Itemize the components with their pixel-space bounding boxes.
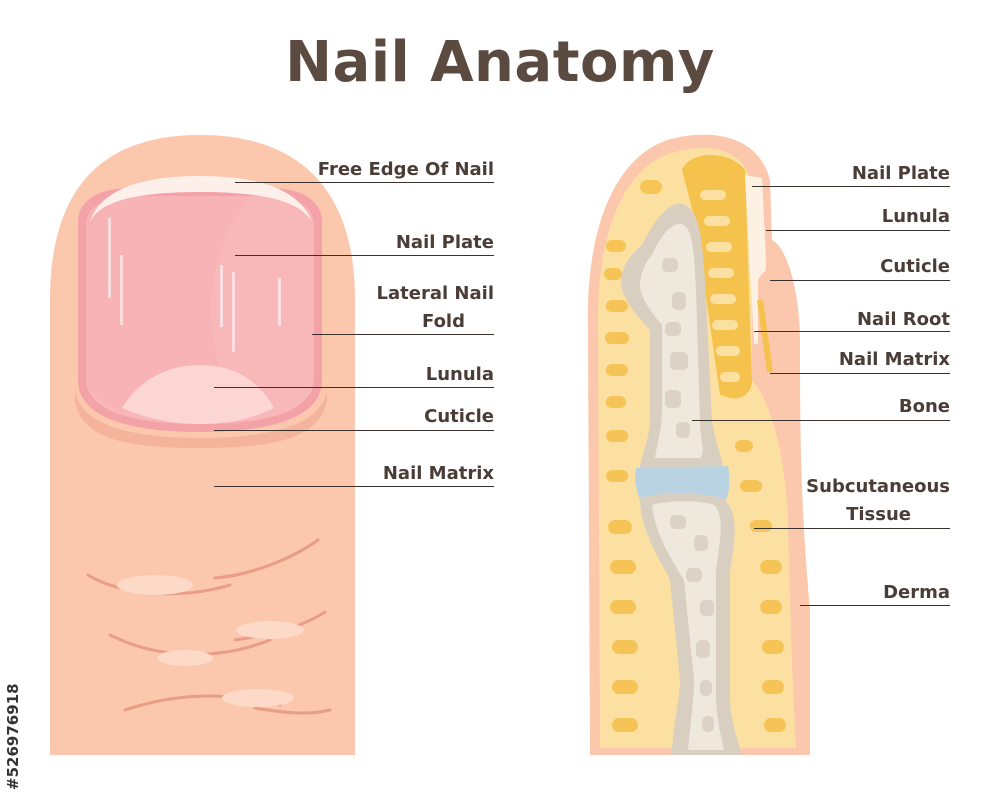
leader-lunula-right [766,230,950,231]
fingertip-top-view [50,135,355,755]
label-subcutaneous-line2: Tissue [846,504,911,525]
label-lunula-left: Lunula [425,364,494,385]
leader-nail-matrix-right [770,373,950,374]
label-nail-matrix-left: Nail Matrix [382,463,494,484]
label-cuticle-right: Cuticle [880,256,950,277]
leader-free-edge [235,182,494,183]
label-bone: Bone [898,396,950,417]
label-cuticle-left: Cuticle [424,406,494,427]
label-nail-plate-right: Nail Plate [851,163,950,184]
label-nail-root: Nail Root [856,309,950,330]
label-subcutaneous-line1: Subcutaneous [806,476,950,497]
joint-space [635,466,730,500]
leader-nail-matrix-left [214,486,494,487]
label-lateral-fold-line1: Lateral Nail [376,283,494,304]
free-edge-shape [90,176,312,222]
leader-lunula-left [214,387,494,388]
leader-lateral-fold [312,334,494,335]
leader-nail-plate-left [235,255,494,256]
label-derma: Derma [883,582,950,603]
page-title: Nail Anatomy [285,30,715,95]
leader-derma [800,605,950,606]
leader-cuticle-left [214,430,494,431]
label-nail-plate-left: Nail Plate [395,232,494,253]
stock-image-id: #526976918 [4,683,22,790]
leader-nail-root [754,331,950,332]
label-nail-matrix-right: Nail Matrix [838,349,950,370]
finger-cross-section [587,134,810,755]
label-lunula-right: Lunula [881,206,950,227]
leader-cuticle-right [770,280,950,281]
label-lateral-fold-line2: Fold [422,311,465,332]
lunula-shape [122,365,274,424]
leader-bone [692,420,950,421]
label-free-edge: Free Edge Of Nail [317,159,494,180]
leader-nail-plate-right [752,186,950,187]
leader-subcutaneous [754,528,950,529]
